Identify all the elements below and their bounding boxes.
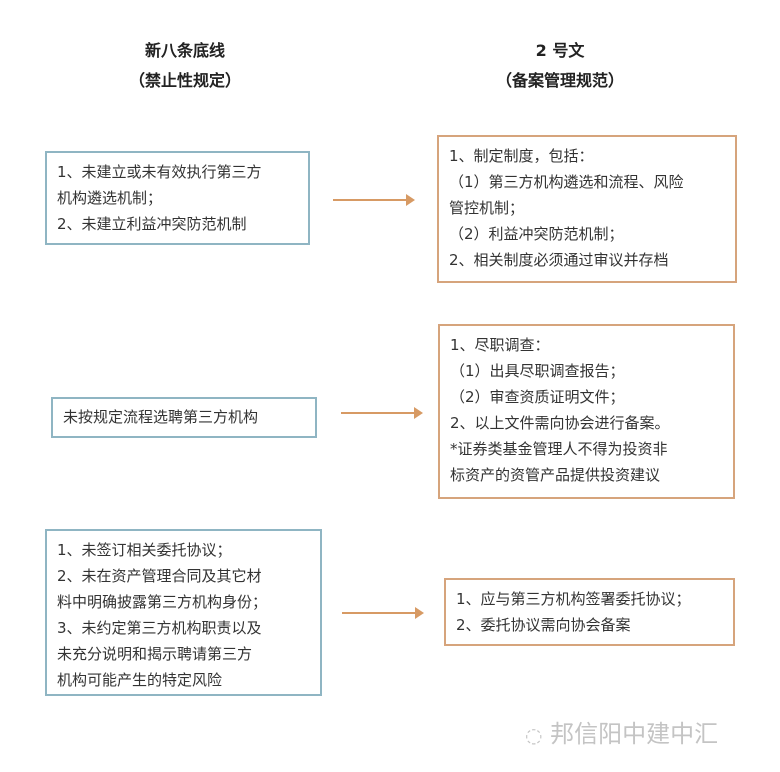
line: 2、相关制度必须通过审议并存档: [449, 251, 669, 269]
line: 未按规定流程选聘第三方机构: [63, 408, 259, 426]
line: 1、尽职调查：: [450, 336, 550, 354]
right-column-header: 2 号文 （备案管理规范）: [460, 36, 660, 96]
line: 标资产的资管产品提供投资建议: [450, 466, 661, 484]
arrow-1: [333, 194, 415, 206]
right-header-subtitle: （备案管理规范）: [495, 71, 624, 90]
line: 管控机制；: [449, 199, 525, 217]
watermark: ◌ 邦信阳中建中汇: [525, 714, 718, 749]
left-box-3: 1、未签订相关委托协议； 2、未在资产管理合同及其它材 料中明确披露第三方机构身…: [45, 529, 322, 696]
left-header-subtitle: （禁止性规定）: [128, 71, 241, 90]
left-column-header: 新八条底线 （禁止性规定）: [85, 36, 285, 96]
arrow-2: [341, 407, 423, 419]
line: 机构可能产生的特定风险: [57, 671, 223, 689]
right-box-3: 1、应与第三方机构签署委托协议； 2、委托协议需向协会备案: [444, 578, 735, 646]
line: 2、未建立利益冲突防范机制: [57, 215, 247, 233]
line: （2）审查资质证明文件；: [450, 388, 625, 406]
line: （1）第三方机构遴选和流程、风险: [449, 173, 684, 191]
left-header-title: 新八条底线: [144, 41, 225, 60]
line: 1、制定制度，包括：: [449, 147, 594, 165]
line: 1、未建立或未有效执行第三方: [57, 163, 262, 181]
watermark-text: 邦信阳中建中汇: [550, 720, 719, 748]
right-box-1: 1、制定制度，包括： （1）第三方机构遴选和流程、风险 管控机制； （2）利益冲…: [437, 135, 737, 283]
line: （2）利益冲突防范机制；: [449, 225, 624, 243]
line: 1、应与第三方机构签署委托协议；: [456, 590, 691, 608]
line: 2、委托协议需向协会备案: [456, 616, 631, 634]
line: （1）出具尽职调查报告；: [450, 362, 625, 380]
wechat-icon: ◌: [525, 723, 543, 747]
line: 2、以上文件需向协会进行备案。: [450, 414, 670, 432]
arrow-3: [342, 607, 424, 619]
right-header-title: 2 号文: [535, 41, 585, 60]
line: 2、未在资产管理合同及其它材: [57, 567, 262, 585]
line: 未充分说明和揭示聘请第三方: [57, 645, 253, 663]
left-box-1: 1、未建立或未有效执行第三方 机构遴选机制； 2、未建立利益冲突防范机制: [45, 151, 310, 245]
line: 机构遴选机制；: [57, 189, 163, 207]
line: *证券类基金管理人不得为投资非: [450, 440, 668, 458]
line: 1、未签订相关委托协议；: [57, 541, 232, 559]
line: 料中明确披露第三方机构身份；: [57, 593, 268, 611]
line: 3、未约定第三方机构职责以及: [57, 619, 262, 637]
right-box-2: 1、尽职调查： （1）出具尽职调查报告； （2）审查资质证明文件； 2、以上文件…: [438, 324, 735, 499]
left-box-2: 未按规定流程选聘第三方机构: [51, 397, 317, 438]
